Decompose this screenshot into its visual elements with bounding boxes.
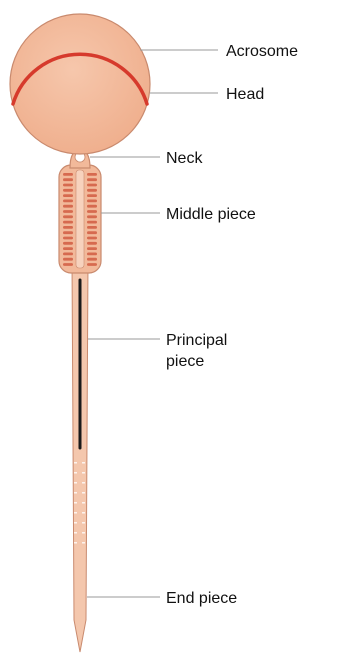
mitochondrion <box>63 242 73 245</box>
mitochondrion <box>87 194 97 197</box>
middle-piece-label: Middle piece <box>166 206 256 223</box>
mitochondrion <box>63 247 73 250</box>
head <box>10 14 150 154</box>
mitochondrion <box>87 184 97 187</box>
mitochondrion <box>87 173 97 176</box>
mitochondrion <box>63 215 73 218</box>
mitochondrion <box>63 194 73 197</box>
mitochondrion <box>87 253 97 256</box>
mitochondrion <box>87 242 97 245</box>
mitochondrion <box>87 221 97 224</box>
acrosome-label: Acrosome <box>226 43 298 60</box>
mitochondrion <box>87 215 97 218</box>
mitochondrion <box>63 221 73 224</box>
mitochondrion <box>87 263 97 266</box>
mitochondrion <box>87 231 97 234</box>
neck-label: Neck <box>166 150 203 167</box>
mitochondrion <box>63 205 73 208</box>
mitochondrion <box>87 189 97 192</box>
mitochondrion <box>87 200 97 203</box>
principal-piece-label-line2: piece <box>166 353 204 370</box>
mitochondrion <box>63 210 73 213</box>
mitochondrion <box>87 258 97 261</box>
mitochondrion <box>63 184 73 187</box>
mitochondrion <box>63 173 73 176</box>
mitochondrion <box>63 189 73 192</box>
mitochondrion <box>63 226 73 229</box>
mitochondrion <box>63 231 73 234</box>
mitochondrion <box>87 226 97 229</box>
mitochondrion <box>87 247 97 250</box>
middle-piece-core <box>76 170 84 268</box>
mitochondrion <box>63 237 73 240</box>
mitochondrion <box>87 237 97 240</box>
head-label: Head <box>226 86 264 103</box>
mitochondrion <box>63 200 73 203</box>
mitochondrion <box>63 263 73 266</box>
end-piece-label: End piece <box>166 590 237 607</box>
mitochondrion <box>87 210 97 213</box>
principal-piece-label-line1: Principal <box>166 332 227 349</box>
mitochondrion <box>87 205 97 208</box>
mitochondrion <box>63 258 73 261</box>
mitochondrion <box>63 178 73 181</box>
mitochondrion <box>63 253 73 256</box>
mitochondrion <box>87 178 97 181</box>
